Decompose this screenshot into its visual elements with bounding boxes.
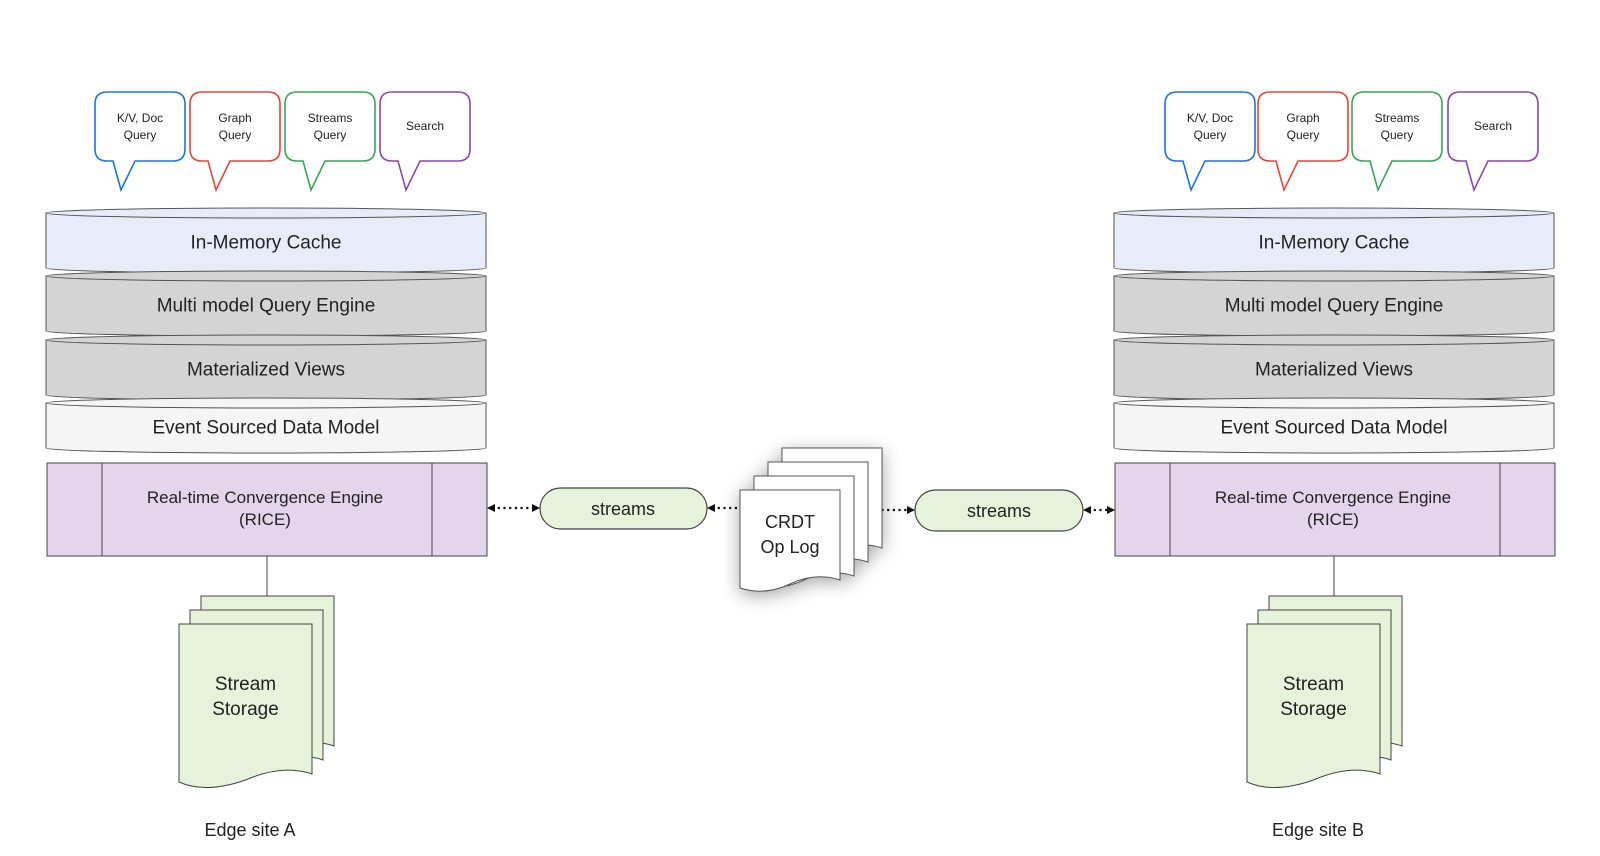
storage-front-document: [1246, 623, 1381, 789]
bubble-label: Streams: [308, 111, 353, 125]
layer-top: [1113, 270, 1555, 282]
layer-label: In-Memory Cache: [191, 233, 342, 254]
layer-top: [45, 207, 487, 219]
rice-engine: Real-time Convergence Engine (RICE): [46, 462, 488, 557]
rice-engine-label-line1: Real-time Convergence Engine: [1215, 488, 1451, 507]
layer-materialized-views: Materialized Views: [45, 334, 487, 401]
layer-top: [45, 397, 487, 409]
layer-event-sourced-data-model: Event Sourced Data Model: [45, 397, 487, 454]
streams-pill: [914, 489, 1084, 532]
bubble-label: Query: [124, 128, 157, 142]
layer-label: Event Sourced Data Model: [1220, 418, 1447, 439]
bubble-label: Search: [406, 119, 444, 133]
layer-top: [1113, 397, 1555, 409]
streams-node-right: streams: [914, 489, 1084, 532]
streams-left-label: streams: [591, 499, 655, 519]
bubble-label: K/V, Doc: [117, 111, 163, 125]
bubble-label: Graph: [218, 111, 251, 125]
bubble-shape: [189, 91, 281, 193]
edge-site-b-label: Edge site B: [1272, 820, 1364, 840]
storage-front-document: [178, 623, 313, 789]
layer-body: [1113, 402, 1555, 454]
crdt-op-log-stack: [739, 447, 883, 592]
edge-site-a-label: Edge site A: [204, 820, 295, 840]
rice-engine-label-line2: (RICE): [1307, 510, 1359, 529]
layer-materialized-views: Materialized Views: [1113, 334, 1555, 401]
layer-label: Materialized Views: [187, 360, 345, 381]
layer-event-sourced-data-model: Event Sourced Data Model: [1113, 397, 1555, 454]
bubble-shape: [1164, 91, 1256, 193]
layer-label: Event Sourced Data Model: [152, 418, 379, 439]
bubble-label: Query: [1194, 128, 1227, 142]
bubble-label: Graph: [1286, 111, 1319, 125]
oplog-label-line2: Op Log: [760, 537, 819, 557]
rice-engine-label-line1: Real-time Convergence Engine: [147, 488, 383, 507]
layer-label: Multi model Query Engine: [1225, 296, 1444, 317]
bubble-shape: [284, 91, 376, 193]
streams-node-left: streams: [539, 487, 708, 530]
rice-engine-box: [1114, 462, 1556, 557]
bubble-shape: [94, 91, 186, 193]
layer-label: In-Memory Cache: [1259, 233, 1410, 254]
bubble-shape: [1351, 91, 1443, 193]
bubble-label: Query: [1381, 128, 1414, 142]
layer-multi-model-query-engine: Multi model Query Engine: [1113, 270, 1555, 337]
layer-top: [1113, 207, 1555, 219]
rice-engine: Real-time Convergence Engine (RICE): [1114, 462, 1556, 557]
bubble-label: Query: [219, 128, 252, 142]
bubble-label: Query: [314, 128, 347, 142]
bubble-label: Streams: [1375, 111, 1420, 125]
search-bubble: Search: [379, 91, 471, 193]
bubble-label: Query: [1287, 128, 1320, 142]
rice-engine-label-line2: (RICE): [239, 510, 291, 529]
bubble-label: Search: [1474, 119, 1512, 133]
streams-pill: [539, 487, 708, 530]
layer-label: Materialized Views: [1255, 360, 1413, 381]
oplog-label-line1: CRDT: [765, 512, 815, 532]
bubble-shape: [1257, 91, 1349, 193]
search-bubble: Search: [1447, 91, 1539, 193]
storage-label-line2: Storage: [212, 699, 279, 720]
layer-top: [45, 270, 487, 282]
layer-top: [1113, 334, 1555, 346]
layer-in-memory-cache: In-Memory Cache: [45, 207, 487, 274]
streams-right-label: streams: [967, 501, 1031, 521]
bubble-shape: [1447, 91, 1539, 193]
layer-top: [45, 334, 487, 346]
layer-in-memory-cache: In-Memory Cache: [1113, 207, 1555, 274]
layer-multi-model-query-engine: Multi model Query Engine: [45, 270, 487, 337]
bubble-label: K/V, Doc: [1187, 111, 1233, 125]
bubble-shape: [379, 91, 471, 193]
storage-label-line2: Storage: [1280, 699, 1347, 720]
replication-path: streams streams CRDT Op Log: [487, 447, 1115, 592]
layer-label: Multi model Query Engine: [157, 296, 376, 317]
oplog-front-document: [739, 489, 841, 592]
storage-label-line1: Stream: [1283, 674, 1344, 695]
layer-body: [45, 402, 487, 454]
storage-label-line1: Stream: [215, 674, 276, 695]
